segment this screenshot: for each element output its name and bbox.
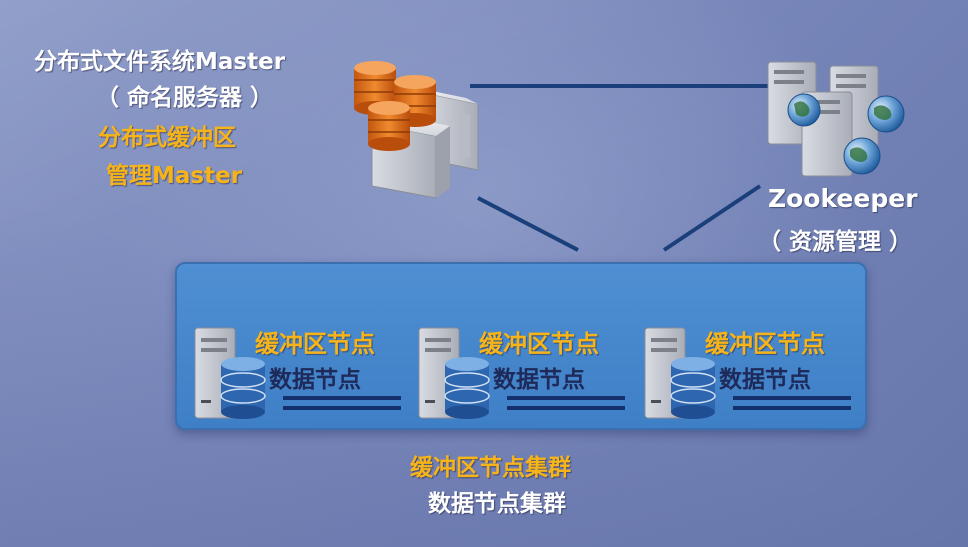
zookeeper-cluster-line (664, 186, 760, 250)
cluster-cache-label: 缓冲区节点集群 (410, 448, 571, 482)
node-data-label: 数据节点 (493, 360, 585, 394)
node-bar (733, 396, 851, 400)
node-bar (733, 406, 851, 410)
master-title: 分布式文件系统Master (34, 42, 285, 76)
master-subtitle: （ 命名服务器 ） (96, 78, 273, 112)
cluster-node-1: 缓冲区节点 数据节点 (191, 320, 416, 430)
node-bar (507, 406, 625, 410)
node-cache-label: 缓冲区节点 (479, 324, 599, 359)
node-data-label: 数据节点 (269, 360, 361, 394)
zookeeper-subtitle: （ 资源管理 ） (758, 222, 912, 256)
cluster-data-label: 数据节点集群 (428, 484, 566, 518)
node-bar (507, 396, 625, 400)
cluster-node-2: 缓冲区节点 数据节点 (415, 320, 640, 430)
node-bar (283, 396, 401, 400)
node-cache-label: 缓冲区节点 (255, 324, 375, 359)
cluster-node-3: 缓冲区节点 数据节点 (641, 320, 866, 430)
node-cache-label: 缓冲区节点 (705, 324, 825, 359)
master-cluster-line (478, 198, 578, 250)
zookeeper-server-cluster-icon (762, 58, 912, 178)
master-server-icon (350, 52, 490, 202)
cache-master-label-line2: 管理Master (106, 156, 242, 190)
cluster-box: 缓冲区节点 数据节点 缓冲区节点 数据节点 (175, 262, 867, 430)
node-bar (283, 406, 401, 410)
node-data-label: 数据节点 (719, 360, 811, 394)
cache-master-label-line1: 分布式缓冲区 (98, 118, 236, 152)
zookeeper-title: Zookeeper (768, 184, 918, 213)
